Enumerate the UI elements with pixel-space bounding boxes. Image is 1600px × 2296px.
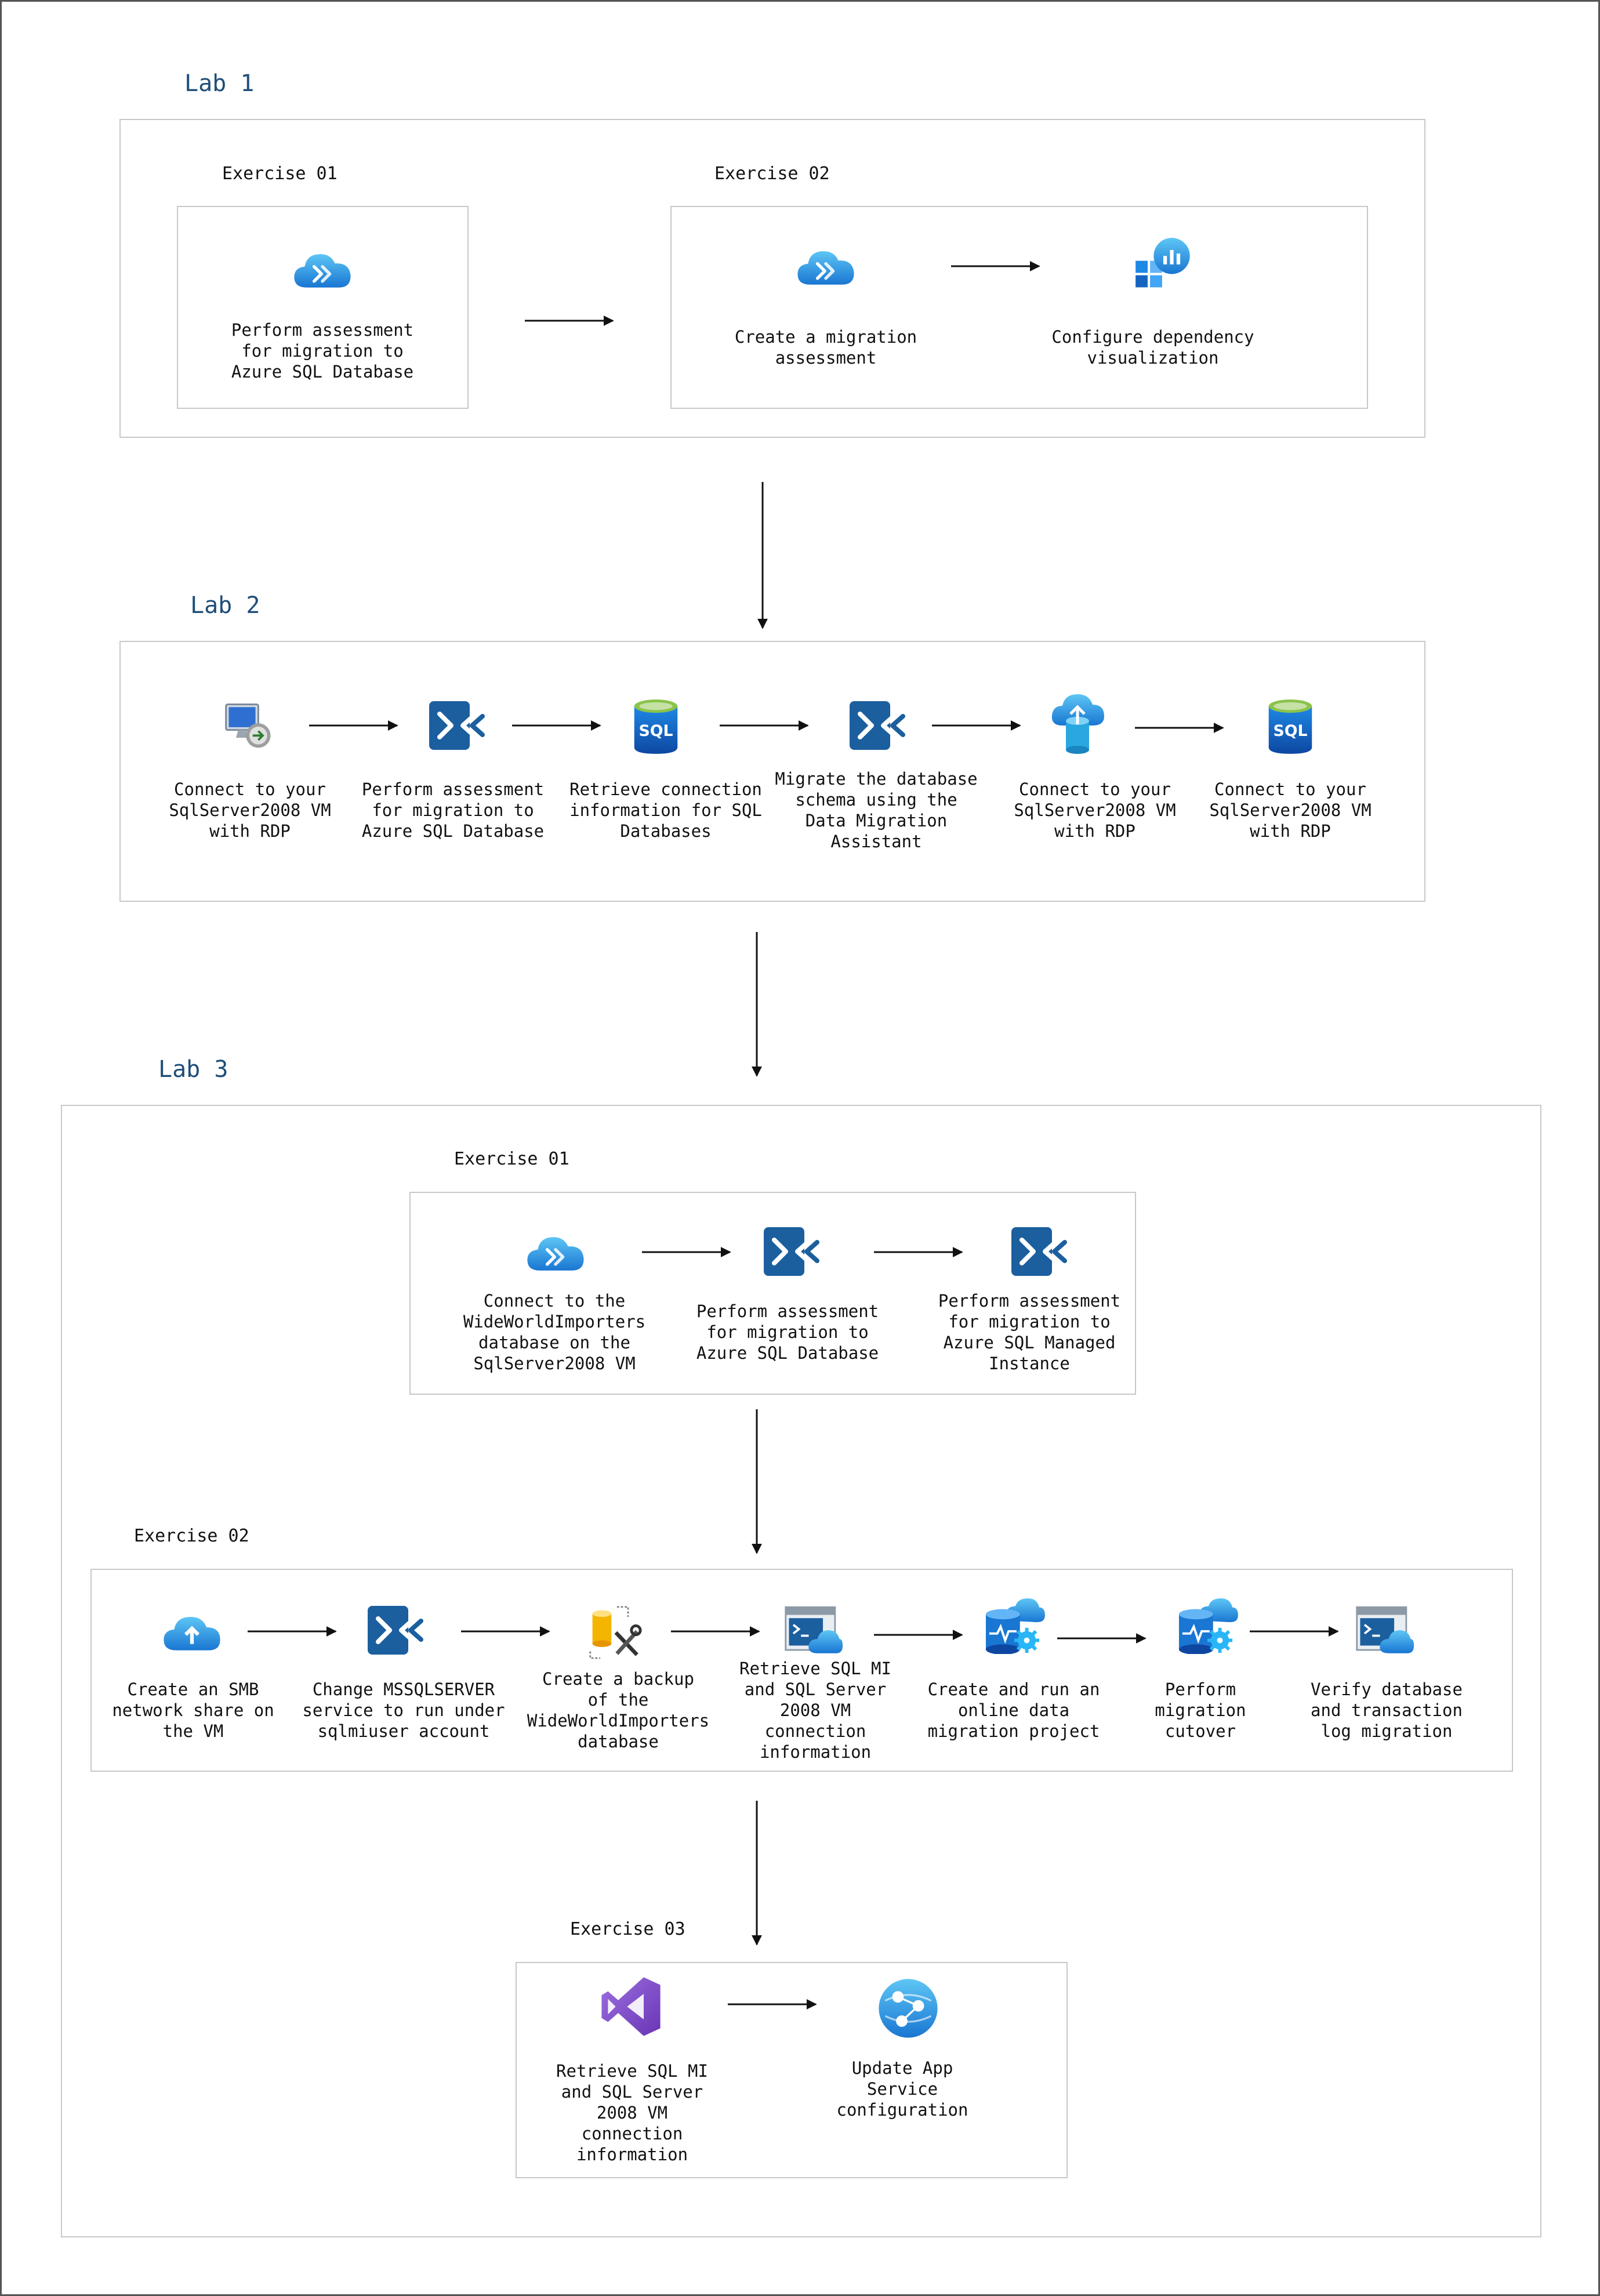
lab3-ex01-step1-label: Connect to the WideWorldImporters databa… — [463, 1291, 646, 1373]
lab2-arrow-3 — [720, 720, 809, 731]
lab1-exercise01-box — [177, 206, 469, 409]
lab1-ex01-to-ex02-arrow — [525, 315, 614, 326]
data-migration-assistant-icon — [365, 1601, 423, 1659]
data-migration-assistant-icon — [1009, 1223, 1067, 1281]
lab3-exercise03-title: Exercise 03 — [570, 1919, 685, 1939]
lab3-ex03-step2-label: Update App Service configuration — [836, 2058, 968, 2120]
lab3-ex01-arrow-2 — [874, 1247, 963, 1257]
data-migration-assistant-icon — [427, 697, 485, 755]
lab3-container — [61, 1105, 1541, 2237]
lab3-ex02-step7-label: Verify database and transaction log migr… — [1311, 1680, 1463, 1741]
database-migration-service-icon — [1175, 1597, 1238, 1654]
lab3-exercise02-title: Exercise 02 — [134, 1526, 249, 1546]
lab3-exercise03-box — [516, 1962, 1068, 2178]
lab3-ex01-step2-label: Perform assessment for migration to Azur… — [696, 1301, 879, 1363]
lab3-ex01-arrow-1 — [642, 1247, 731, 1257]
database-backup-tools-icon — [587, 1604, 643, 1659]
lab3-ex02-step1-label: Create an SMB network share on the VM — [112, 1680, 274, 1741]
lab3-ex02-step4-label: Retrieve SQL MI and SQL Server 2008 VM c… — [739, 1659, 891, 1762]
lab1-ex01-step1-label: Perform assessment for migration to Azur… — [231, 320, 414, 382]
lab1-ex02-step-arrow — [951, 261, 1040, 271]
lab2-step1-label: Connect to your SqlServer2008 VM with RD… — [169, 779, 331, 841]
lab3-ex02-arrow-3 — [671, 1626, 760, 1637]
lab3-ex02-step2-label: Change MSSQLSERVER service to run under … — [302, 1680, 505, 1741]
remote-desktop-icon — [222, 698, 277, 753]
cloud-upload-database-icon — [1048, 692, 1106, 756]
lab3-ex03-arrow-1 — [728, 1999, 817, 2010]
lab3-ex01-step3-label: Perform assessment for migration to Azur… — [938, 1291, 1121, 1373]
lab1-exercise02-box — [670, 206, 1368, 409]
lab3-ex02-step5-label: Create and run an online data migration … — [927, 1680, 1100, 1741]
cloud-upload-icon — [161, 1611, 223, 1654]
lab3-exercise02-box — [90, 1569, 1513, 1772]
lab2-arrow-4 — [932, 720, 1021, 731]
lab3-ex02-step3-label: Create a backup of the WideWorldImporter… — [527, 1669, 710, 1751]
lab3-ex02-arrow-6 — [1250, 1626, 1339, 1637]
azure-migrate-cloud-icon — [794, 244, 857, 291]
cloud-shell-console-icon — [783, 1602, 844, 1658]
visual-studio-icon — [599, 1975, 663, 2039]
lab1-ex02-step2-label: Configure dependency visualization — [1051, 327, 1254, 368]
lab1-ex02-step1-label: Create a migration assessment — [734, 327, 917, 368]
lab2-step5-label: Connect to your SqlServer2008 VM with RD… — [1014, 779, 1176, 841]
lab1-exercise01-title: Exercise 01 — [222, 164, 338, 184]
data-migration-assistant-icon — [847, 697, 905, 755]
lab3-exercise01-title: Exercise 01 — [454, 1149, 569, 1169]
sql-database-icon — [1265, 696, 1315, 757]
sql-database-icon — [631, 696, 681, 757]
cloud-shell-console-icon — [1355, 1602, 1415, 1658]
lab1-exercise02-title: Exercise 02 — [714, 164, 830, 184]
lab2-step3-label: Retrieve connection information for SQL … — [569, 779, 762, 841]
lab2-container — [119, 641, 1425, 902]
lab2-title: Lab 2 — [190, 592, 260, 619]
lab2-step4-label: Migrate the database schema using the Da… — [775, 769, 978, 851]
lab2-arrow-2 — [512, 720, 601, 731]
database-migration-service-icon — [982, 1597, 1045, 1654]
lab2-to-lab3-arrow — [752, 932, 762, 1077]
lab3-title: Lab 3 — [158, 1056, 228, 1083]
lab3-ex02-arrow-4 — [874, 1630, 963, 1640]
lab3-ex02-to-ex03-arrow — [752, 1801, 762, 1946]
lab2-arrow-5 — [1135, 723, 1224, 733]
lab3-ex02-step6-label: Perform migration cutover — [1155, 1680, 1246, 1741]
dependency-visualization-icon — [1133, 235, 1193, 296]
lab3-ex02-arrow-1 — [248, 1626, 337, 1637]
lab3-exercise01-box — [409, 1192, 1136, 1395]
azure-migrate-cloud-icon — [524, 1229, 587, 1277]
azure-migrate-cloud-icon — [291, 246, 354, 294]
lab1-container — [119, 119, 1425, 438]
lab3-ex02-arrow-2 — [461, 1626, 550, 1637]
app-service-icon — [876, 1976, 940, 2040]
lab2-step6-label: Connect to your SqlServer2008 VM with RD… — [1209, 779, 1372, 841]
lab3-ex02-arrow-5 — [1057, 1633, 1147, 1644]
lab3-ex03-step1-label: Retrieve SQL MI and SQL Server 2008 VM c… — [556, 2061, 708, 2164]
lab1-title: Lab 1 — [184, 70, 255, 97]
lab2-step2-label: Perform assessment for migration to Azur… — [361, 779, 545, 841]
lab2-arrow-1 — [309, 720, 398, 731]
lab3-ex01-to-ex02-arrow — [752, 1409, 762, 1554]
lab1-to-lab2-arrow — [757, 482, 768, 629]
data-migration-assistant-icon — [761, 1223, 819, 1281]
